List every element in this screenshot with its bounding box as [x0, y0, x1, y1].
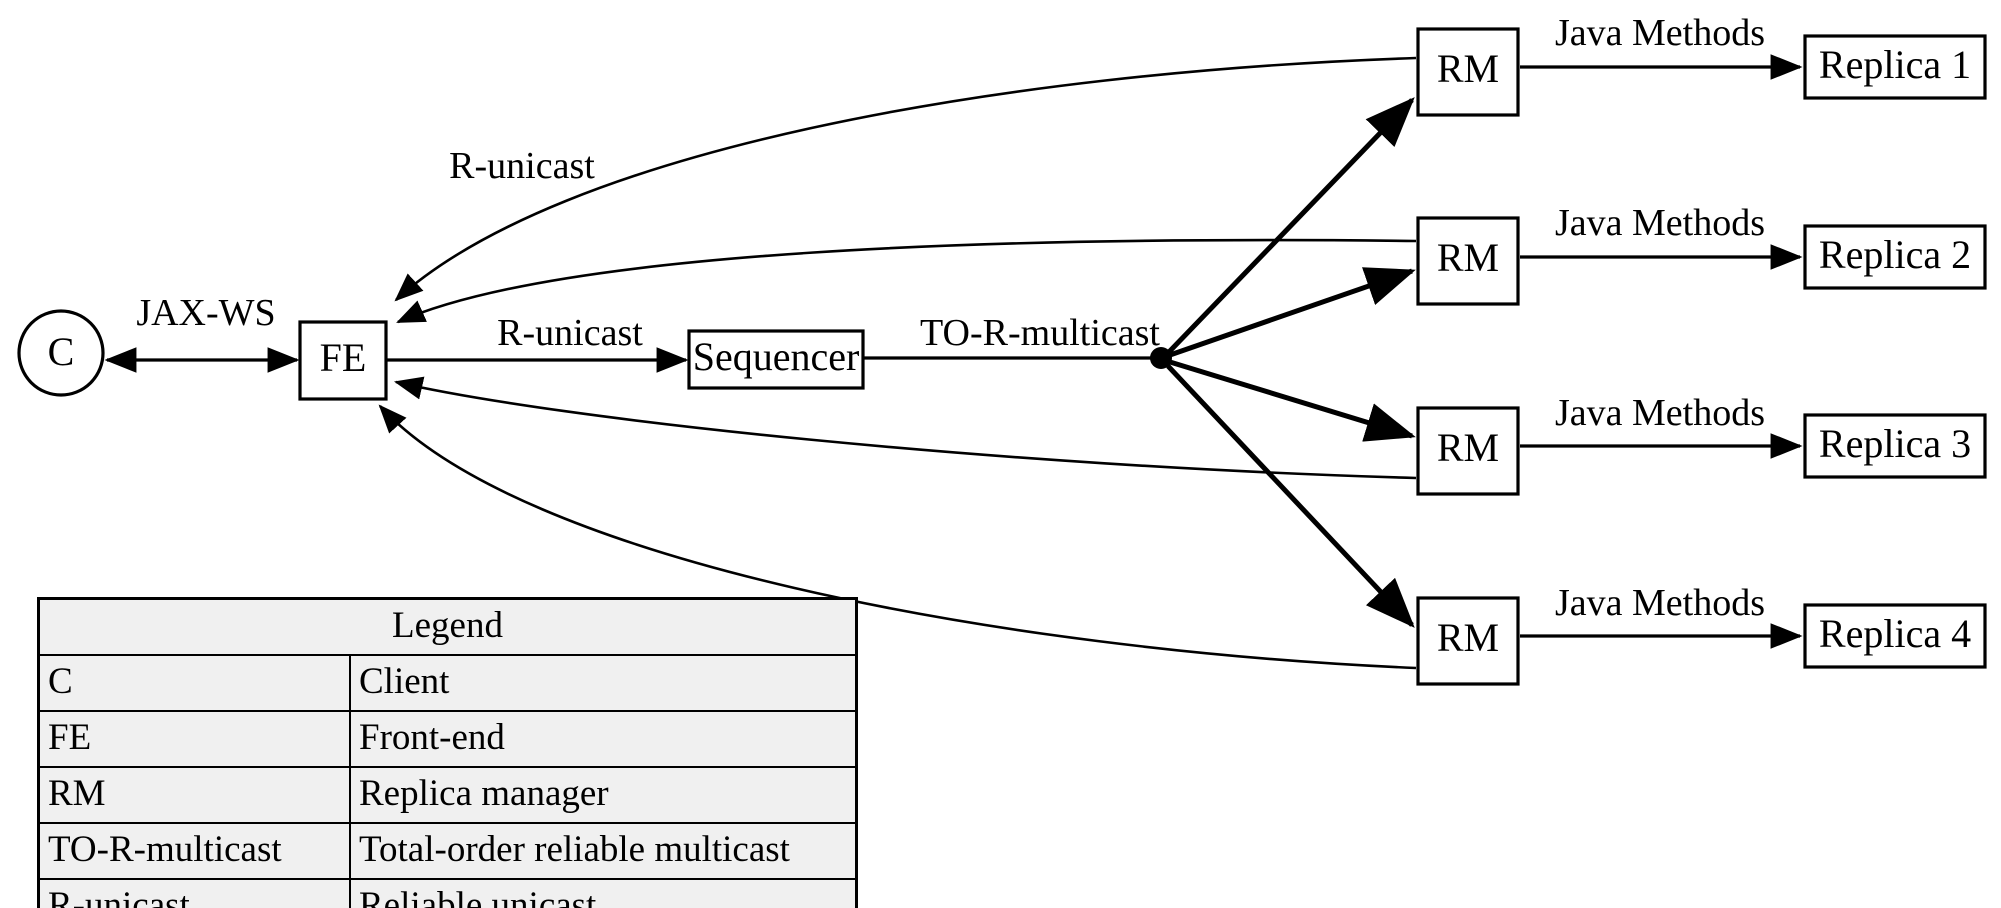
edge-rm4-frontend [378, 404, 1417, 670]
node-sequencer[interactable] [687, 329, 865, 390]
multicast-junction-dot [1150, 347, 1172, 369]
legend-row: FE Front-end [37, 710, 858, 768]
node-replica-3-label: Replica 3 [1819, 421, 1971, 466]
legend-key: R-unicast [37, 878, 351, 908]
edge-label-r-unicast-request: R-unicast [497, 312, 643, 354]
edge-junction-rm1 [1166, 97, 1415, 355]
node-replica-1-label: Replica 1 [1819, 42, 1971, 87]
node-rm-3-label: RM [1437, 425, 1499, 470]
legend-row: C Client [37, 654, 858, 712]
edge-label-java-methods-3: Java Methods [1555, 392, 1765, 434]
node-client-label: C [48, 329, 75, 374]
edge-label-java-methods-1: Java Methods [1555, 12, 1765, 54]
node-rm-1[interactable] [1416, 27, 1520, 117]
legend-value: Front-end [349, 710, 858, 768]
node-replica-4[interactable] [1803, 603, 1987, 669]
node-frontend[interactable] [298, 320, 388, 401]
node-replica-1[interactable] [1803, 34, 1987, 100]
node-rm-4-label: RM [1437, 615, 1499, 660]
edge-junction-rm4 [1166, 364, 1415, 628]
node-rm-2[interactable] [1416, 216, 1520, 306]
legend-table: Legend C Client FE Front-end RM Replica … [37, 597, 858, 908]
legend-key: TO-R-multicast [37, 822, 351, 880]
edge-junction-rm3 [1169, 359, 1416, 442]
node-replica-2-label: Replica 2 [1819, 232, 1971, 277]
edge-label-jax-ws: JAX-WS [136, 292, 275, 334]
node-rm-1-label: RM [1437, 46, 1499, 91]
edge-label-java-methods-4: Java Methods [1555, 582, 1765, 624]
node-rm-4[interactable] [1416, 596, 1520, 686]
edge-label-to-r-multicast: TO-R-multicast [920, 312, 1160, 354]
edge-rm1-frontend [394, 56, 1417, 302]
node-replica-2[interactable] [1803, 224, 1987, 290]
node-frontend-label: FE [320, 335, 367, 380]
legend-key: FE [37, 710, 351, 768]
node-rm-2-label: RM [1437, 235, 1499, 280]
edge-rm3-frontend [393, 376, 1417, 480]
legend-header-row: Legend [38, 598, 857, 656]
node-sequencer-label: Sequencer [693, 334, 860, 379]
node-rm-3[interactable] [1416, 406, 1520, 496]
legend-value: Total-order reliable multicast [349, 822, 858, 880]
legend-row: R-unicast Reliable unicast [37, 878, 858, 908]
legend-value: Reliable unicast [349, 878, 858, 908]
node-replica-3[interactable] [1803, 413, 1987, 479]
legend-title: Legend [38, 598, 857, 656]
edge-label-java-methods-2: Java Methods [1555, 202, 1765, 244]
legend-row: TO-R-multicast Total-order reliable mult… [37, 822, 858, 880]
node-replica-4-label: Replica 4 [1819, 611, 1971, 656]
edge-label-r-unicast-reply: R-unicast [449, 145, 595, 187]
legend-value: Client [349, 654, 858, 712]
edge-rm2-frontend [396, 238, 1417, 324]
node-client[interactable] [17, 309, 105, 397]
legend-key: RM [37, 766, 351, 824]
legend-key: C [37, 654, 351, 712]
legend-row: RM Replica manager [37, 766, 858, 824]
edge-junction-rm2 [1169, 267, 1416, 358]
legend-value: Replica manager [349, 766, 858, 824]
